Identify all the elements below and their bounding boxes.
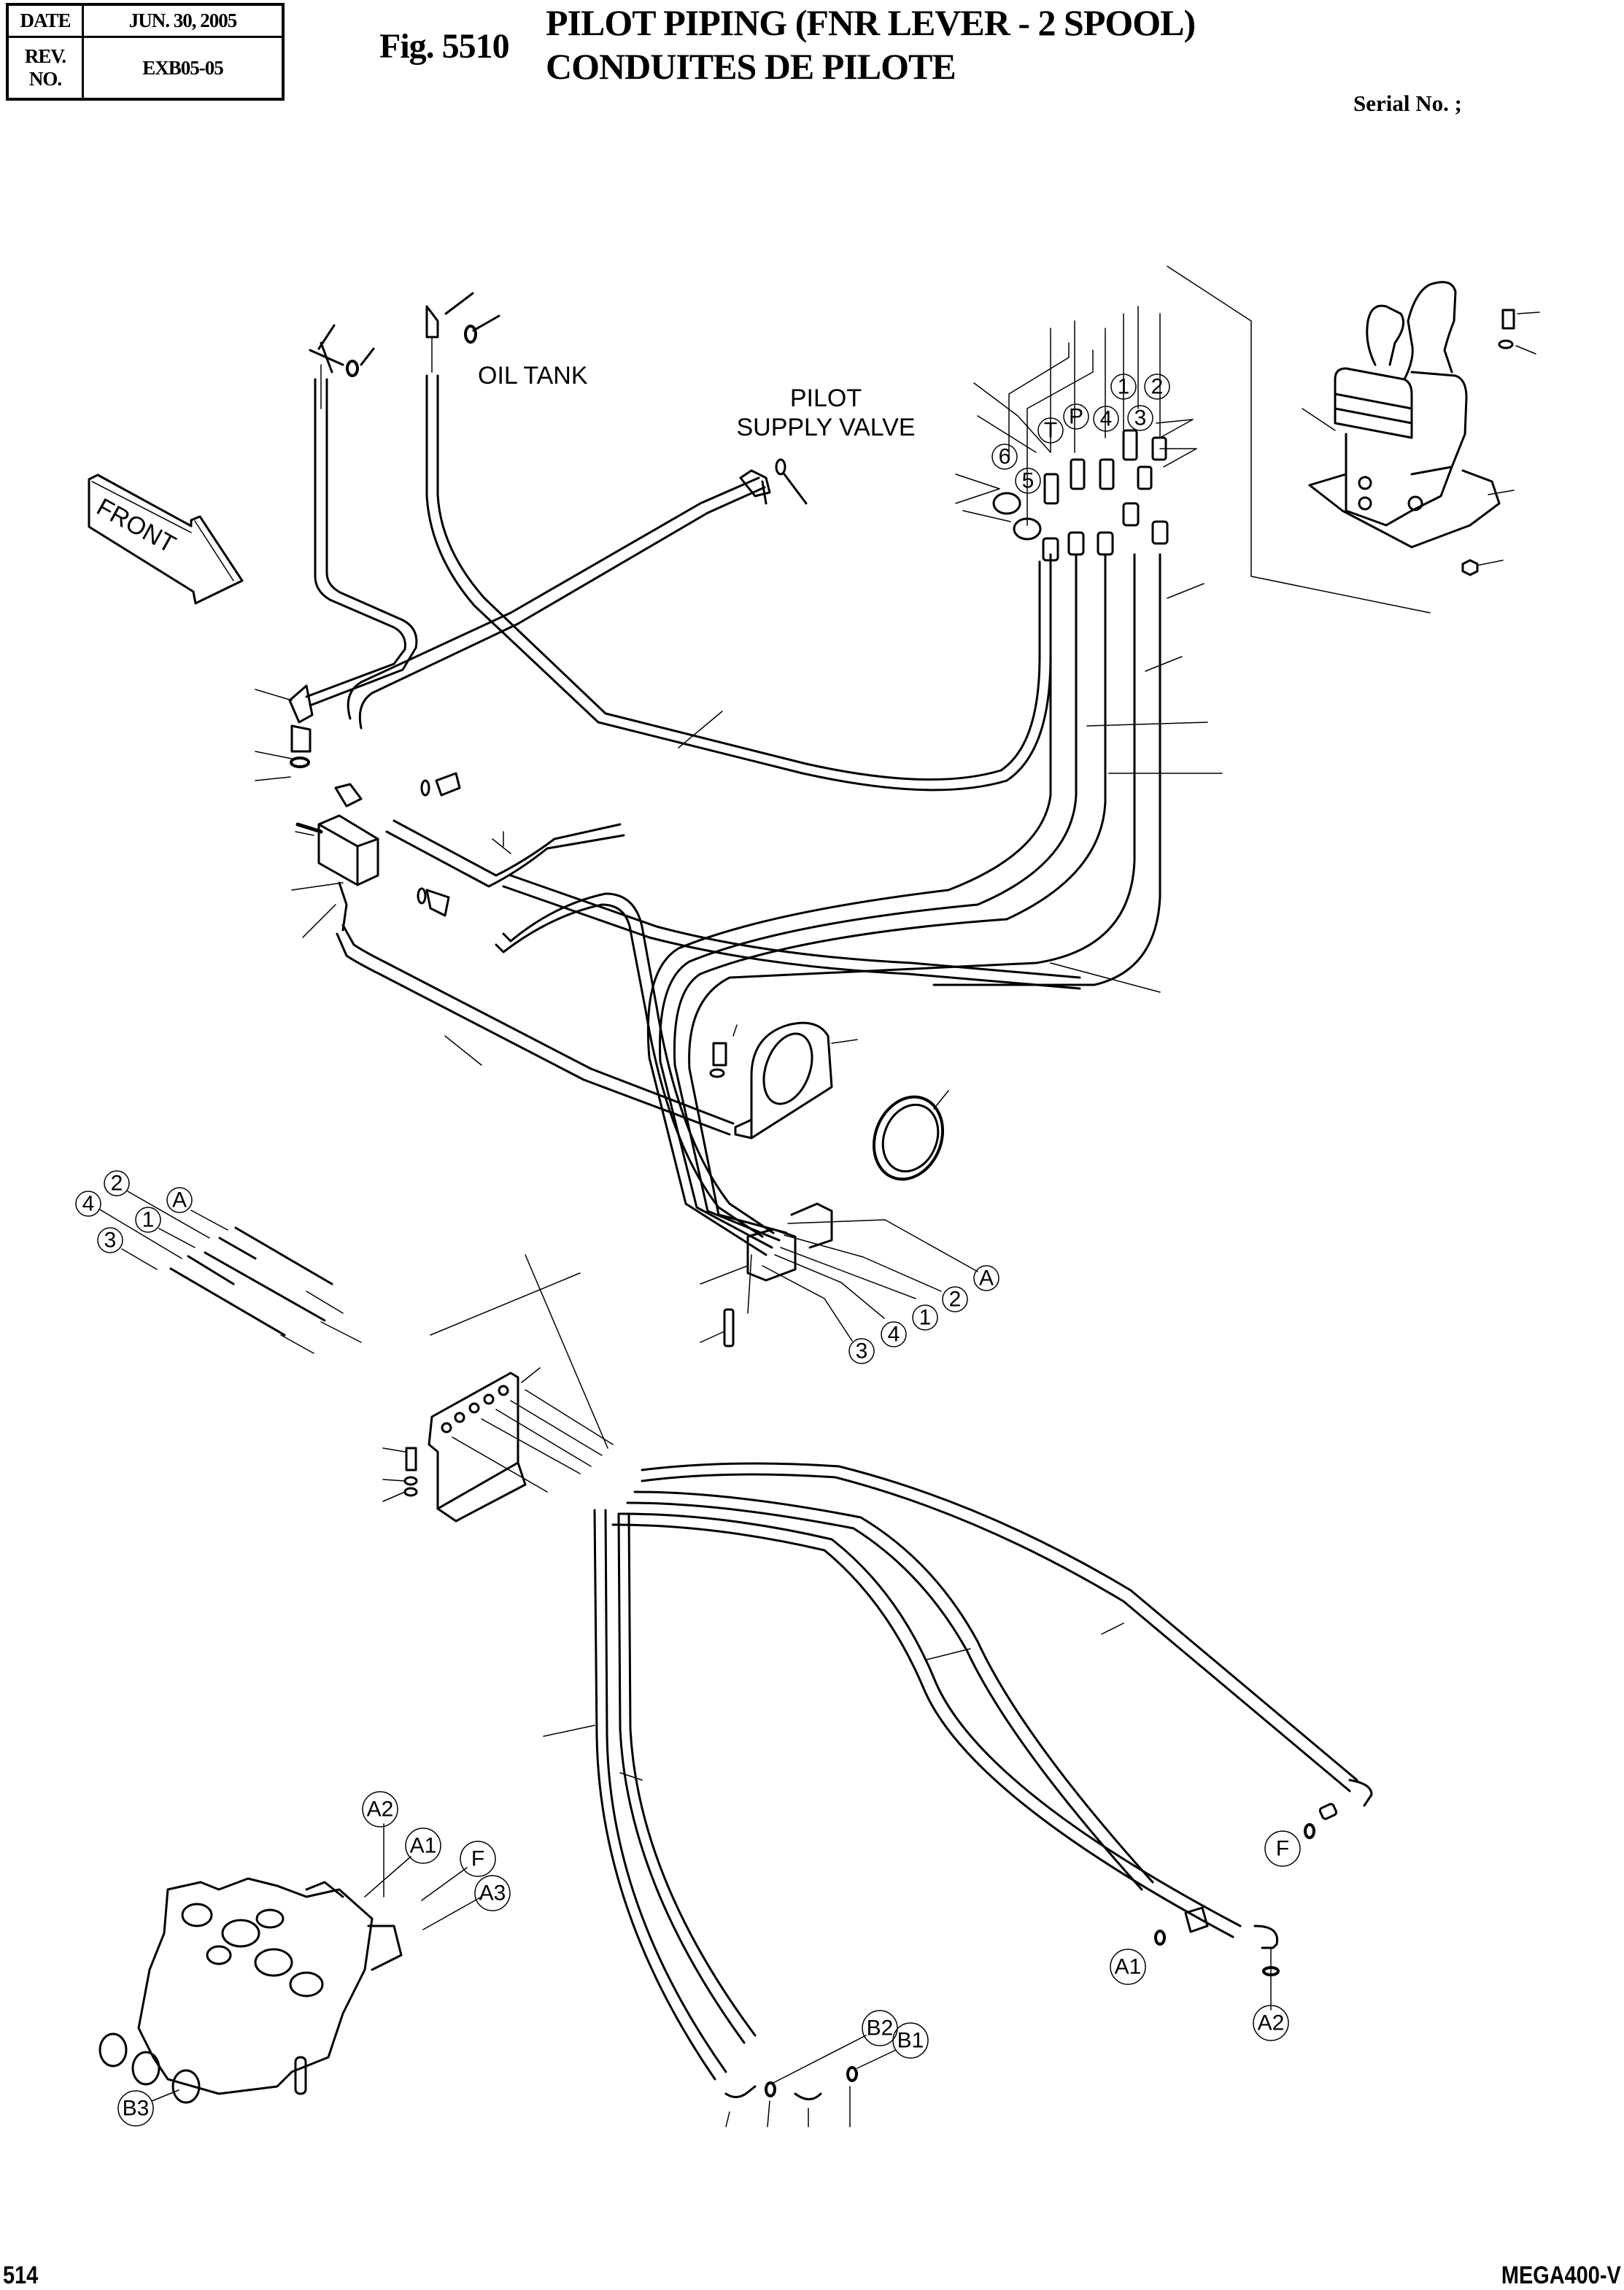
callout-B1: B1 <box>897 2029 924 2053</box>
clamp-callouts: A 2 1 4 3 <box>762 1219 999 1364</box>
clamp-callout-1: 1 <box>919 1306 932 1330</box>
oil-tank-label: OIL TANK <box>478 362 588 390</box>
callout-1: 1 <box>1118 375 1130 399</box>
clamp-callout-3: 3 <box>856 1339 868 1363</box>
valve-callout-A3: A3 <box>479 1881 506 1906</box>
control-valve-callouts: A2 A1 F A3 B3 <box>117 1791 511 2127</box>
figure-number: Fig. 5510 <box>379 27 510 66</box>
valve-callout-B3: B3 <box>123 2097 150 2121</box>
clamp-callout-A: A <box>979 1266 994 1291</box>
hose-bracket-plate <box>382 1254 614 1523</box>
clamp-bracket <box>700 1021 949 1347</box>
front-arrow-icon: FRONT <box>88 473 244 605</box>
callout-4: 4 <box>1100 407 1113 431</box>
bracket-callout-4: 4 <box>82 1192 95 1216</box>
pilot-supply-fitting <box>739 458 808 505</box>
bracket-callout-3: 3 <box>104 1229 117 1253</box>
lower-center-callouts: B2 B1 <box>862 2010 929 2059</box>
clamp-callout-4: 4 <box>888 1323 900 1347</box>
date-value: JUN. 30, 2005 <box>82 3 285 39</box>
leader-lines <box>255 583 1223 1066</box>
callout-2: 2 <box>1151 375 1164 399</box>
date-label: DATE <box>6 3 84 39</box>
rev-value: EXB05-05 <box>82 36 285 101</box>
clamp-callout-2: 2 <box>949 1288 962 1312</box>
valve-callout-A1: A1 <box>410 1834 437 1858</box>
callout-B2: B2 <box>867 2016 894 2041</box>
oil-tank-fittings <box>309 292 500 409</box>
callout-T: T <box>1044 419 1057 443</box>
hose-manifold-down <box>336 924 735 1136</box>
main-control-valve <box>98 1877 403 2104</box>
lower-right-callouts: F A1 A2 <box>1110 1830 1301 2041</box>
hose-manifold-lower <box>495 892 775 1238</box>
hose-oil-tank-left <box>305 378 418 707</box>
title-english: PILOT PIPING (FNR LEVER - 2 SPOOL) <box>546 2 1196 43</box>
hose-oil-tank-right <box>425 374 1052 792</box>
lever-port-fittings <box>955 266 1431 614</box>
pilot-supply-label-line2: SUPPLY VALVE <box>736 414 915 441</box>
valve-callout-A2: A2 <box>367 1798 394 1822</box>
hose-bundle-lever <box>646 553 1161 1256</box>
title-french: CONDUITES DE PILOTE <box>546 46 956 87</box>
hose-pilot-supply <box>347 476 766 730</box>
front-arrow-label: FRONT <box>92 493 180 559</box>
bracket-hose-callouts: 2 4 1 A 3 <box>75 1170 362 1354</box>
bracket-callout-A: A <box>172 1188 187 1212</box>
manifold-block <box>288 684 461 932</box>
callout-5: 5 <box>1022 469 1035 493</box>
bracket-callout-2: 2 <box>111 1172 123 1196</box>
model-name: MEGA400-V <box>1501 2262 1621 2289</box>
hose-lower-down <box>543 1509 1124 2081</box>
lower-center-fittings <box>724 2035 897 2127</box>
callout-F-lower: F <box>1276 1837 1289 1861</box>
rev-label: REV. NO. <box>6 36 84 101</box>
callout-A2-lower: A2 <box>1258 2011 1285 2035</box>
callout-P: P <box>1069 405 1083 429</box>
serial-number-label: Serial No. ; <box>1353 90 1462 116</box>
pilot-supply-label-line1: PILOT <box>790 384 862 412</box>
fnr-lever-assembly <box>1302 281 1540 576</box>
lever-port-callouts: 6 5 T P 4 1 3 2 <box>991 374 1170 494</box>
valve-callout-F: F <box>471 1847 484 1871</box>
callout-A1-lower: A1 <box>1115 1955 1142 1979</box>
bracket-callout-1: 1 <box>142 1208 155 1232</box>
hose-lower-long <box>611 1462 1358 1938</box>
callout-3: 3 <box>1134 406 1147 430</box>
page-number: 514 <box>3 2262 39 2289</box>
callout-6: 6 <box>999 445 1011 469</box>
lower-right-fittings <box>1154 1779 1373 2011</box>
revision-table: DATE JUN. 30, 2005 REV. NO. EXB05-05 <box>6 3 285 101</box>
